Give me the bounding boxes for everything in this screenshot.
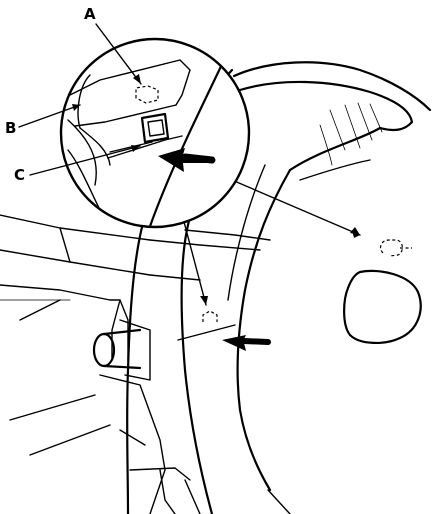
callout-label-a: A (84, 5, 96, 23)
dashboard-background (0, 214, 271, 456)
pointer-lines (182, 179, 361, 306)
control-knob (92, 319, 151, 381)
steering-column-housing (99, 374, 201, 514)
steering-wheel (227, 61, 432, 514)
callout-label-b: B (5, 119, 16, 137)
remote-clip-indicator (379, 239, 412, 257)
pillar-clip (202, 310, 218, 322)
detail-magnifier (59, 37, 251, 229)
callout-label-c: C (14, 166, 25, 184)
force-arrow-lower (222, 335, 271, 351)
clip-a-indicator (135, 85, 159, 104)
callout-leaders (18, 23, 142, 176)
